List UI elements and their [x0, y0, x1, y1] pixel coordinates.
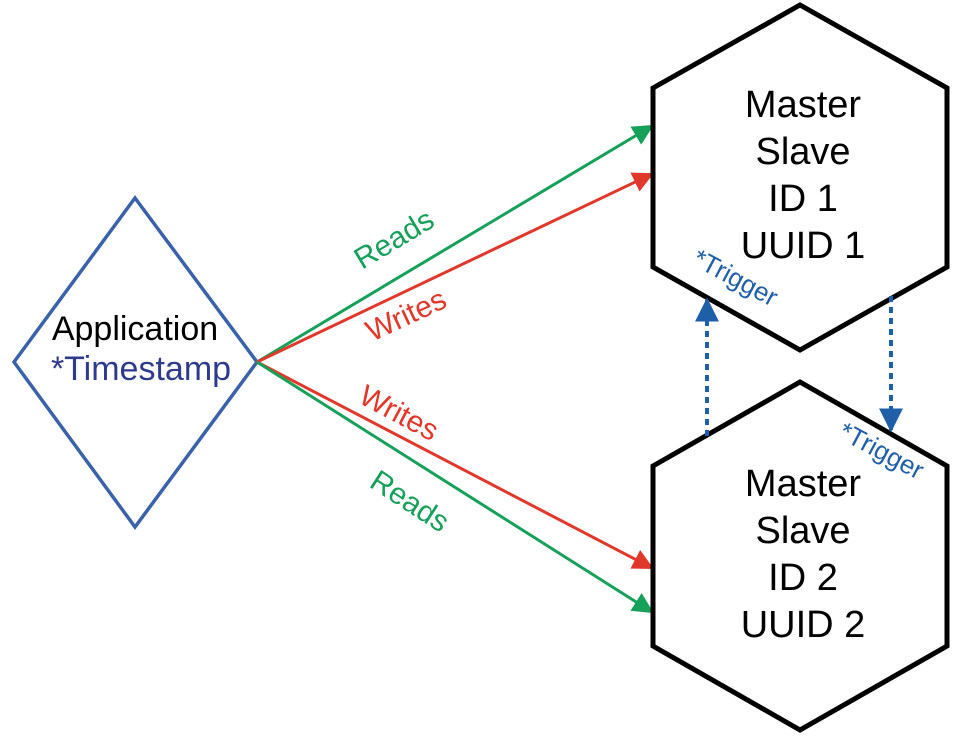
master-slave-node-1: Master Slave ID 1 UUID 1: [650, 2, 950, 353]
node-2-line-2: Slave: [755, 510, 850, 552]
node-2-line-1: Master: [745, 463, 861, 505]
writes-arrow-bottom: [256, 360, 654, 570]
reads-label-bottom: Reads: [364, 464, 455, 539]
writes-arrow-top: [256, 172, 654, 364]
hexagon-shape-1: [650, 2, 950, 353]
application-node: Application *Timestamp: [11, 195, 260, 530]
node-2-line-4: UUID 2: [741, 604, 866, 646]
application-timestamp-label: *Timestamp: [51, 350, 231, 388]
master-slave-node-2: Master Slave ID 2 UUID 2: [650, 379, 950, 733]
reads-label-top: Reads: [349, 203, 440, 276]
reads-arrow-top: [256, 124, 654, 364]
node-1-line-2: Slave: [755, 131, 850, 173]
node-1-line-3: ID 1: [768, 178, 838, 220]
reads-arrow-bottom: [256, 360, 654, 614]
hexagon-shape-2: [650, 379, 950, 733]
node-2-line-3: ID 2: [768, 557, 838, 599]
application-label: Application: [52, 310, 218, 348]
node-1-line-4: UUID 1: [741, 225, 866, 267]
node-1-line-1: Master: [745, 84, 861, 126]
application-diamond-shape: [11, 195, 260, 530]
